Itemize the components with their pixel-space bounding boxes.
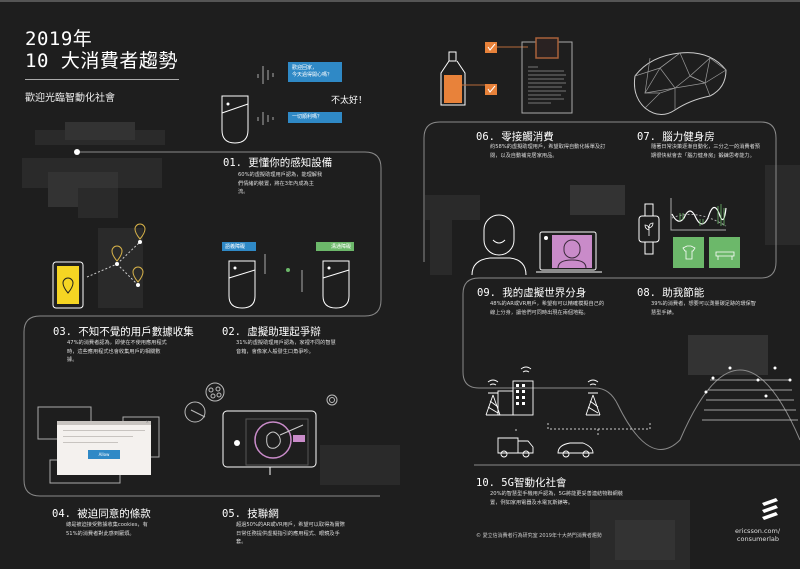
top-border bbox=[0, 0, 800, 2]
smart-speaker-icon bbox=[221, 66, 274, 144]
dialog-titlebar: × bbox=[57, 419, 151, 425]
energy-waves-icon bbox=[702, 366, 798, 421]
trend-08-title: 08. 助我節能 bbox=[637, 287, 705, 299]
title-year: 2019年 bbox=[25, 28, 93, 50]
trend-07-body: 隨著日常決策逐漸自動化，三分之一的消費者預期很快就會去「腦力健身房」鍛鍊思考能力… bbox=[651, 144, 760, 159]
chat-reply: 不太好！ bbox=[331, 96, 368, 106]
trend-01-body: 60%的虛擬助理用戶認為，能理解我們情緒的裝置，將在3年內成為主流。 bbox=[238, 172, 323, 195]
text-line bbox=[63, 436, 133, 437]
trend-09-title: 09. 我的虛擬世界分身 bbox=[477, 287, 587, 299]
bg-pixel-block bbox=[430, 215, 452, 275]
trend-02-body: 31%的虛擬助理用戶認為，家裡不同的智慧音箱，會像家人般發生口角爭吵。 bbox=[236, 340, 336, 355]
trend-05-body: 超過50%的AR或VR用戶，希望可以取得為實際日常任務提供虛擬指引的應用程式、眼… bbox=[236, 522, 345, 545]
trend-06-title: 06. 零接觸消費 bbox=[476, 131, 554, 143]
title-main: 10 大消費者趨勢 bbox=[25, 50, 178, 72]
trend-08-body: 39%的消費者，想要可以測量碳足跡的環保智慧型手錶。 bbox=[651, 301, 756, 316]
bg-pixel-block bbox=[320, 445, 400, 485]
trend-07-title: 07. 腦力健身房 bbox=[637, 131, 715, 143]
virtual-meeting-icon bbox=[471, 214, 602, 276]
ericsson-url[interactable]: ericsson.com/ consumerlab bbox=[735, 527, 781, 543]
trend-10-title: 10. 5G智動化社會 bbox=[476, 477, 567, 489]
bg-pixel-block bbox=[65, 122, 135, 140]
trend-05-title: 05. 技聯網 bbox=[222, 508, 279, 520]
page-subtitle: 歡迎光臨智動化社會 bbox=[25, 93, 115, 104]
trend-03-body: 47%的消費者認為，即使在不使用應用程式時，這些應用程式也會收集用戶的相關數據。 bbox=[67, 340, 167, 363]
text-line bbox=[63, 442, 118, 443]
footer-source: © 愛立信消費者行為研究室 2019年十大熱門消費者趨勢 bbox=[476, 533, 602, 539]
tag-communication-barrier: 溝通障礙 bbox=[316, 242, 354, 251]
auto-billing-icon bbox=[440, 37, 573, 114]
dialog-close-button[interactable]: × bbox=[145, 419, 149, 424]
ericsson-logo-icon bbox=[762, 498, 778, 520]
chat-bubble-greeting: 歡迎回家， 今天過得開心嗎？ bbox=[288, 62, 342, 82]
consent-dialog: × Allow bbox=[57, 419, 151, 475]
brain-gym-chart-icon bbox=[638, 198, 740, 268]
trend-02-title: 02. 虛擬助理起爭辯 bbox=[222, 326, 321, 338]
bubble-text: 歡迎回家， bbox=[292, 65, 318, 71]
url-line: ericsson.com/ bbox=[735, 527, 781, 535]
url-line: consumerlab bbox=[736, 535, 779, 543]
bg-pixel-block bbox=[765, 165, 800, 245]
trend-03-title: 03. 不知不覺的用戶數據收集 bbox=[53, 326, 194, 338]
5g-network-icon bbox=[485, 366, 651, 458]
bg-pixel-block bbox=[570, 185, 625, 215]
text-line bbox=[63, 430, 145, 431]
location-tracking-icon bbox=[52, 223, 146, 309]
bg-pixel-block bbox=[78, 188, 118, 218]
trend-10-body: 20%的智慧型手機用戶認為，5G將能更妥善連結物聯網裝置，例如家用電器及水電瓦斯… bbox=[490, 491, 623, 506]
trend-09-body: 48%的AR或VR用戶，希望有可以精確模擬自己的線上分身，讓他們可同時出現在兩個… bbox=[490, 301, 605, 316]
bg-pixel-block bbox=[615, 520, 675, 560]
chat-bubble-question: 一切順利嗎？ bbox=[288, 112, 342, 123]
trend-04-body: 總是被迫接受數據收集cookies，有51%的消費者對此感到厭煩。 bbox=[66, 522, 148, 537]
bubble-text: 今天過得開心嗎？ bbox=[292, 72, 333, 78]
page-title: 2019年 10 大消費者趨勢 bbox=[25, 28, 178, 72]
ar-cooking-icon bbox=[184, 382, 338, 475]
trend-06-body: 約58%的虛擬助理用戶，希望取得自動化帳單及訂閱，以及自動補充居家用品。 bbox=[490, 144, 606, 159]
trend-04-title: 04. 被迫同意的條款 bbox=[52, 508, 151, 520]
title-divider bbox=[25, 79, 179, 80]
tag-semantic-barrier: 語義障礙 bbox=[222, 242, 256, 251]
trend-01-title: 01. 更懂你的感知設備 bbox=[223, 157, 333, 169]
bg-pixel-block bbox=[688, 335, 768, 375]
arguing-speakers-icon bbox=[228, 254, 350, 309]
allow-button[interactable]: Allow bbox=[88, 450, 120, 459]
brain-mesh-icon bbox=[634, 52, 727, 115]
